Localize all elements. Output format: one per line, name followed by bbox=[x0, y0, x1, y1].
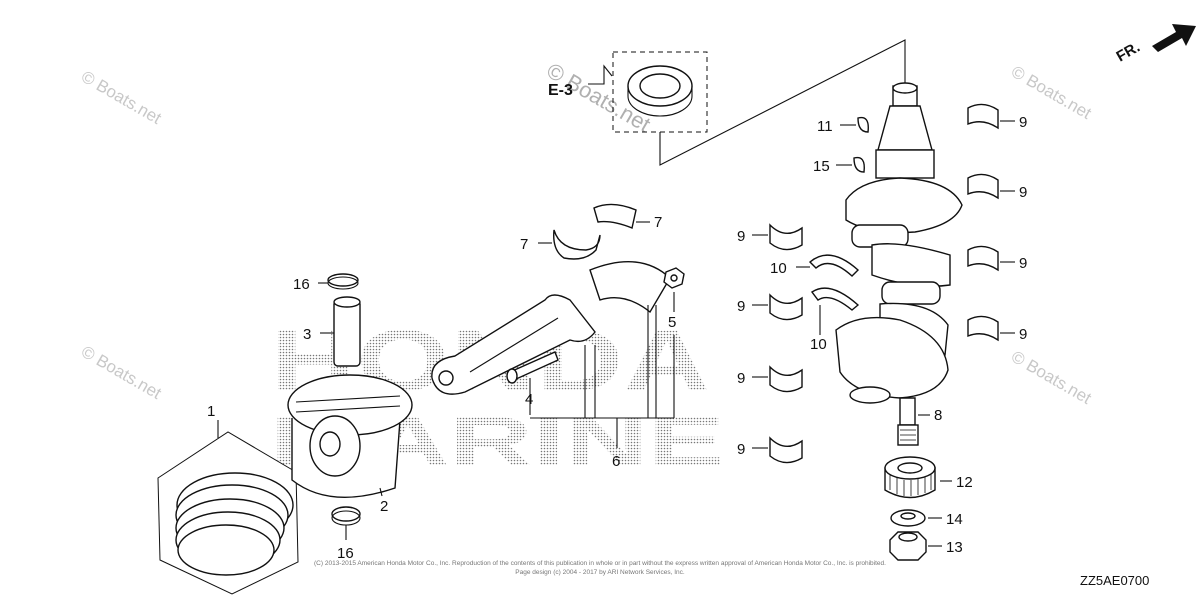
front-label: FR. bbox=[1114, 39, 1143, 66]
callout-9-left-4: 9 bbox=[737, 441, 745, 458]
crankshaft-nut-part[interactable] bbox=[889, 531, 942, 561]
front-arrow-icon bbox=[1152, 24, 1196, 52]
main-bearing-right-3[interactable] bbox=[967, 245, 1015, 272]
piston-pin-part[interactable] bbox=[320, 296, 361, 367]
rod-bolt-part[interactable] bbox=[506, 351, 559, 415]
woodruff-key-upper-part[interactable] bbox=[840, 116, 869, 133]
copyright-line-2: Page design (c) 2004 - 2017 by ARI Netwo… bbox=[515, 569, 685, 576]
callout-9-left-3: 9 bbox=[737, 370, 745, 387]
callout-10-upper: 10 bbox=[770, 260, 787, 277]
crankshaft-part[interactable] bbox=[835, 82, 963, 446]
circlip-lower-part[interactable] bbox=[331, 506, 361, 540]
callout-9-left-1: 9 bbox=[737, 228, 745, 245]
callout-4: 4 bbox=[525, 391, 533, 408]
main-bearing-right-4[interactable] bbox=[967, 315, 1015, 342]
callout-5: 5 bbox=[668, 314, 676, 331]
circlip-upper-part[interactable] bbox=[318, 273, 359, 290]
callout-10-lower: 10 bbox=[810, 336, 827, 353]
callout-11: 11 bbox=[817, 118, 833, 135]
oil-seal-reference: E-3 bbox=[548, 39, 906, 166]
rod-bearing-lower-part[interactable] bbox=[538, 229, 601, 260]
copyright-line-1: (C) 2013-2015 American Honda Motor Co., … bbox=[314, 560, 886, 567]
thrust-washer-upper-part[interactable] bbox=[796, 254, 860, 277]
callout-12: 12 bbox=[956, 474, 973, 491]
watermark-top-left: © Boats.net bbox=[78, 67, 165, 128]
main-bearing-left-4[interactable] bbox=[752, 436, 803, 464]
piston-ring-set[interactable] bbox=[157, 420, 299, 595]
callout-16-lower: 16 bbox=[337, 545, 354, 562]
woodruff-key-lower-part[interactable] bbox=[836, 156, 865, 173]
e-reference-label: E-3 bbox=[548, 82, 573, 99]
washer-part[interactable] bbox=[890, 509, 942, 527]
callout-3: 3 bbox=[303, 326, 311, 343]
rod-nut-part[interactable] bbox=[663, 267, 685, 312]
callout-2: 2 bbox=[380, 498, 388, 515]
callout-9-right-3: 9 bbox=[1019, 255, 1027, 272]
front-direction-indicator: FR. bbox=[1114, 24, 1196, 66]
callout-9-right-2: 9 bbox=[1019, 184, 1027, 201]
main-bearing-left-3[interactable] bbox=[752, 365, 803, 393]
piston-part[interactable] bbox=[287, 374, 413, 498]
callout-7-upper: 7 bbox=[654, 214, 662, 231]
callout-6: 6 bbox=[612, 453, 620, 470]
callout-8: 8 bbox=[934, 407, 942, 424]
watermark-mid-left: © Boats.net bbox=[78, 342, 165, 403]
main-bearing-right-1[interactable] bbox=[967, 103, 1015, 130]
diagram-code: ZZ5AE0700 bbox=[1080, 573, 1149, 588]
watermark-mid-right: © Boats.net bbox=[1008, 347, 1095, 408]
callout-labels: 1 2 3 4 5 6 7 7 8 9 9 9 9 9 9 9 9 10 10 … bbox=[207, 114, 1027, 562]
callout-16-upper: 16 bbox=[293, 276, 310, 293]
rod-cap-part[interactable] bbox=[589, 260, 671, 314]
rod-bearing-upper-part[interactable] bbox=[593, 203, 650, 229]
timing-gear-part[interactable] bbox=[884, 456, 952, 499]
main-bearing-right-2[interactable] bbox=[967, 173, 1015, 200]
thrust-washer-lower-part[interactable] bbox=[810, 287, 860, 335]
callout-9-right-4: 9 bbox=[1019, 326, 1027, 343]
main-bearing-left-1[interactable] bbox=[752, 223, 803, 251]
callout-13: 13 bbox=[946, 539, 963, 556]
main-bearing-left-2[interactable] bbox=[752, 293, 803, 321]
callout-9-right-1: 9 bbox=[1019, 114, 1027, 131]
callout-9-left-2: 9 bbox=[737, 298, 745, 315]
callout-7-lower: 7 bbox=[520, 236, 528, 253]
callout-15: 15 bbox=[813, 158, 830, 175]
callout-14: 14 bbox=[946, 511, 963, 528]
callout-1: 1 bbox=[207, 403, 215, 420]
connecting-rod-part[interactable] bbox=[431, 260, 671, 395]
